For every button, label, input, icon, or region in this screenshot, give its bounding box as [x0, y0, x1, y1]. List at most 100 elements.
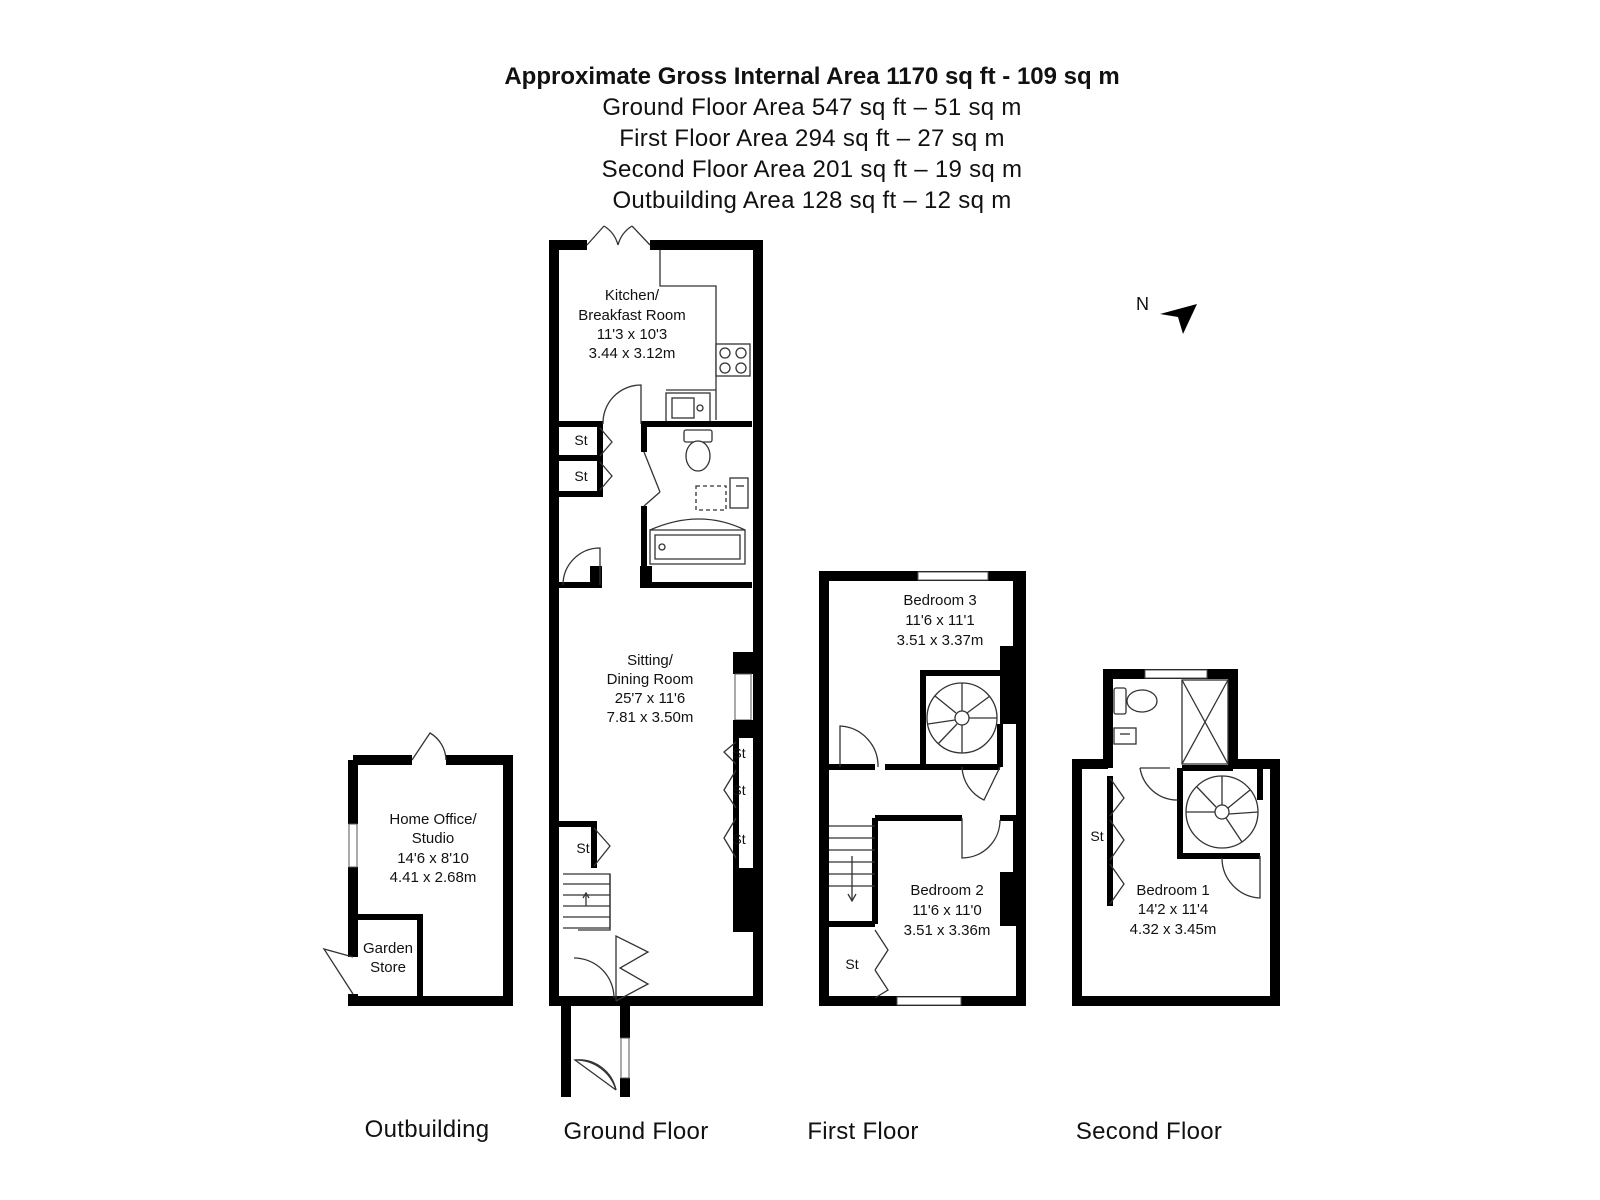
storage-label: St: [576, 840, 589, 856]
bath-mat: [695, 485, 727, 511]
storage-walls: [557, 421, 603, 497]
chimney-breast: [1000, 646, 1016, 724]
bedroom3-label: Bedroom 3: [903, 592, 976, 609]
bedroom2-window: [896, 996, 962, 1006]
north-arrow-icon: [1160, 304, 1197, 334]
wardrobe-door-2: [1109, 819, 1125, 861]
storage-door-1: [599, 427, 613, 457]
wardrobe-door-3: [1109, 863, 1125, 905]
sitting-label-2: Dining Room: [607, 671, 694, 688]
landing-wall: [829, 764, 1016, 821]
chimney-breast-2: [733, 720, 753, 738]
storage-label: St: [732, 782, 745, 798]
ground-floor-label: Ground Floor: [564, 1118, 709, 1145]
chimney-block-2: [640, 566, 652, 588]
bathroom-door: [643, 451, 661, 507]
spiral-door: [961, 766, 1001, 801]
kitchen-metric: 3.44 x 3.12m: [589, 345, 676, 362]
kitchen-door: [602, 384, 642, 425]
second-floor-area: Second Floor Area 201 sq ft – 19 sq m: [602, 156, 1023, 183]
first-storage-door: [874, 929, 889, 999]
office-label-1: Home Office/: [389, 811, 477, 828]
second-spiral-enclosure: [1177, 768, 1263, 859]
office-door: [411, 732, 447, 761]
sitting-label-1: Sitting/: [627, 652, 674, 669]
outbuilding-plan: Home Office/ Studio 14'6 x 8'10 4.41 x 2…: [322, 732, 513, 1143]
ground-floor-walls: [549, 240, 763, 1006]
chimney-breast: [733, 652, 753, 674]
first-floor-stairs: [829, 825, 875, 903]
second-floor-plan: Bedroom 1 14'2 x 11'4 4.32 x 3.45m St Se…: [1072, 669, 1280, 1145]
hall-door: [562, 547, 601, 586]
toilet-icon: [683, 429, 713, 472]
second-spiral-door: [1221, 856, 1261, 899]
bedroom2-imperial: 11'6 x 11'0: [912, 902, 981, 919]
shower-window: [1144, 669, 1208, 679]
garden-store-door: [322, 947, 354, 995]
kitchen-imperial: 11'3 x 10'3: [597, 326, 668, 343]
bedroom2-label: Bedroom 2: [910, 882, 983, 899]
storage-label: St: [732, 745, 745, 761]
porch-door-arc: [574, 1059, 617, 1091]
spiral-enclosure: [920, 670, 1003, 767]
porch-window: [620, 1037, 630, 1079]
bedroom2-wall: [829, 818, 878, 927]
spiral-stairs-icon: [926, 682, 998, 754]
bedroom3-metric: 3.51 x 3.37m: [897, 632, 984, 649]
kitchen-french-doors: [586, 225, 651, 246]
bedroom3-door: [839, 725, 879, 768]
gross-area-title: Approximate Gross Internal Area 1170 sq …: [504, 63, 1119, 90]
en-suite-toilet-icon: [1113, 687, 1158, 715]
sitting-metric: 7.81 x 3.50m: [607, 709, 694, 726]
second-floor-label: Second Floor: [1076, 1118, 1222, 1145]
office-window: [348, 823, 358, 868]
north-label: N: [1136, 294, 1149, 314]
outbuilding-floor-label: Outbuilding: [365, 1116, 490, 1143]
entrance-door: [615, 934, 650, 1002]
second-floor-walls: [1072, 669, 1280, 1006]
ground-floor-area: Ground Floor Area 547 sq ft – 51 sq m: [602, 94, 1021, 121]
wardrobe-door-1: [1109, 777, 1125, 817]
sitting-window: [734, 673, 752, 721]
entrance-door-arc: [573, 957, 615, 999]
office-label-2: Studio: [412, 830, 455, 847]
ensuite-door: [1139, 767, 1179, 801]
porch-walls: [561, 1001, 630, 1097]
shower-icon: [1181, 679, 1229, 765]
first-floor-label: First Floor: [807, 1118, 918, 1145]
office-imperial: 14'6 x 8'10: [397, 850, 469, 867]
garden-store-label-1: Garden: [363, 940, 413, 957]
alcove-door-1: [723, 741, 737, 765]
storage-label: St: [574, 432, 587, 448]
storage-label: St: [1090, 828, 1103, 844]
garden-store-wall: [356, 914, 423, 998]
sitting-imperial: 25'7 x 11'6: [615, 690, 686, 707]
first-floor-area: First Floor Area 294 sq ft – 27 sq m: [619, 125, 1005, 152]
north-compass: N: [1136, 294, 1197, 334]
bedroom1-imperial: 14'2 x 11'4: [1138, 901, 1209, 918]
ground-stairs: [563, 873, 611, 931]
office-metric: 4.41 x 2.68m: [390, 869, 477, 886]
outbuilding-walls: [348, 755, 513, 1006]
second-spiral-stairs-icon: [1185, 775, 1259, 849]
storage-label: St: [574, 468, 587, 484]
storage-door-2: [599, 461, 613, 491]
area-summary: Approximate Gross Internal Area 1170 sq …: [504, 63, 1119, 214]
bedroom1-label: Bedroom 1: [1136, 882, 1209, 899]
outbuilding-area: Outbuilding Area 128 sq ft – 12 sq m: [612, 187, 1011, 214]
garden-store-label-2: Store: [370, 959, 406, 976]
alcove-door-2: [723, 769, 737, 809]
bedroom2-door: [961, 818, 1001, 859]
alcove-door-3: [723, 817, 737, 859]
kitchen-label-2: Breakfast Room: [578, 307, 686, 324]
storage-label: St: [845, 956, 858, 972]
under-stairs-door: [593, 827, 611, 867]
first-floor-plan: Bedroom 3 11'6 x 11'1 3.51 x 3.37m Bedro…: [807, 571, 1026, 1145]
bedroom2-metric: 3.51 x 3.36m: [904, 922, 991, 939]
bedroom1-metric: 4.32 x 3.45m: [1130, 921, 1217, 938]
bedroom3-imperial: 11'6 x 11'1: [905, 612, 974, 629]
under-stairs-storage: [557, 821, 597, 868]
chimney-block: [590, 566, 602, 588]
chimney-breast-2: [1000, 872, 1016, 926]
